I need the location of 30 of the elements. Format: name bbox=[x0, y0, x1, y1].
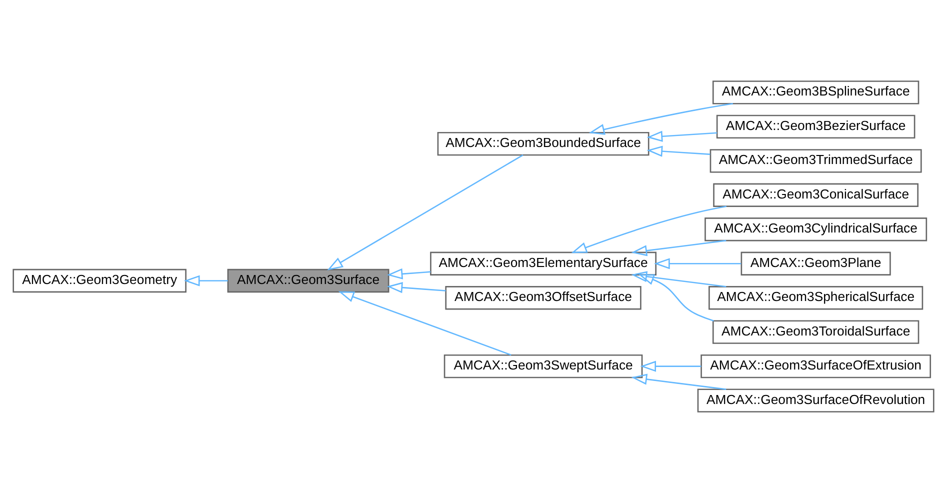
arrow bbox=[646, 146, 710, 157]
arrow bbox=[631, 240, 726, 256]
arrow bbox=[654, 258, 742, 270]
node-box: AMCAX::Geom3BoundedSurface bbox=[437, 132, 650, 156]
arrow bbox=[386, 268, 431, 280]
node-box: AMCAX::Geom3CylindricalSurface bbox=[704, 218, 928, 242]
node-box: AMCAX::Geom3TrimmedSurface bbox=[710, 149, 922, 173]
arrow bbox=[646, 130, 718, 142]
node-box: AMCAX::Geom3SurfaceOfRevolution bbox=[697, 388, 934, 412]
arrow bbox=[638, 274, 714, 322]
node-box: AMCAX::Geom3Plane bbox=[740, 252, 891, 276]
node-box: AMCAX::Geom3ToroidalSurface bbox=[712, 320, 920, 344]
node-box: AMCAX::Geom3SurfaceOfExtrusion bbox=[700, 354, 932, 378]
arrow bbox=[338, 291, 512, 356]
node-box: AMCAX::Geom3SphericalSurface bbox=[708, 286, 924, 310]
node-box: AMCAX::Geom3Surface bbox=[227, 268, 390, 293]
arrow bbox=[327, 154, 524, 270]
arrow bbox=[386, 282, 446, 294]
node-box: AMCAX::Geom3SweptSurface bbox=[444, 354, 643, 378]
node-box: AMCAX::Geom3ElementarySurface bbox=[430, 252, 656, 276]
arrow bbox=[571, 206, 726, 254]
arrow bbox=[184, 275, 228, 286]
arrow bbox=[631, 271, 726, 288]
node-box: AMCAX::Geom3ConicalSurface bbox=[713, 183, 919, 207]
arrow bbox=[631, 374, 726, 390]
node-box: AMCAX::Geom3BSplineSurface bbox=[712, 80, 920, 104]
node-box: AMCAX::Geom3Geometry bbox=[12, 268, 186, 293]
arrow bbox=[640, 360, 702, 372]
node-box: AMCAX::Geom3OffsetSurface bbox=[445, 286, 642, 310]
node-box: AMCAX::Geom3BezierSurface bbox=[716, 114, 916, 139]
